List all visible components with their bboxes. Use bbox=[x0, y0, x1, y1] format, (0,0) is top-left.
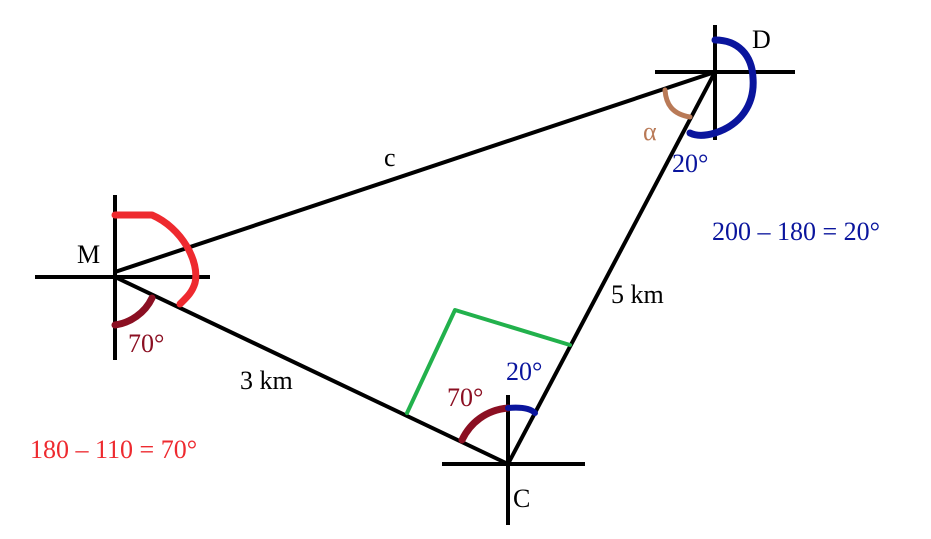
side-cd bbox=[506, 71, 717, 465]
side-md bbox=[114, 70, 716, 274]
label-angle-c-upper: 20° bbox=[506, 357, 542, 386]
angle-arc-c-70 bbox=[458, 404, 512, 444]
label-side-mc: 3 km bbox=[240, 366, 293, 395]
label-point-d: D bbox=[752, 25, 771, 54]
label-angle-alpha: α bbox=[643, 117, 657, 146]
angle-arc-c-20 bbox=[505, 404, 538, 416]
compass-cross-d bbox=[655, 25, 795, 140]
equation-red: 180 – 110 = 70° bbox=[30, 435, 197, 464]
label-angle-c-lower: 70° bbox=[447, 383, 483, 412]
label-point-m: M bbox=[77, 240, 100, 269]
label-side-md: c bbox=[384, 143, 396, 172]
label-angle-m: 70° bbox=[128, 329, 164, 358]
right-angle-marker bbox=[405, 308, 572, 415]
compass-cross-m bbox=[35, 195, 210, 360]
triangle bbox=[114, 70, 717, 466]
angle-arc-d-bearing bbox=[686, 36, 757, 139]
label-side-cd: 5 km bbox=[611, 280, 664, 309]
label-point-c: C bbox=[513, 484, 530, 513]
equation-blue: 200 – 180 = 20° bbox=[712, 217, 880, 246]
angle-arc-m-bearing bbox=[111, 211, 200, 308]
angle-arc-m-70 bbox=[111, 294, 156, 329]
label-angle-d-lower: 20° bbox=[672, 149, 708, 178]
angle-arc-d-alpha bbox=[662, 87, 693, 120]
side-mc bbox=[114, 275, 509, 466]
